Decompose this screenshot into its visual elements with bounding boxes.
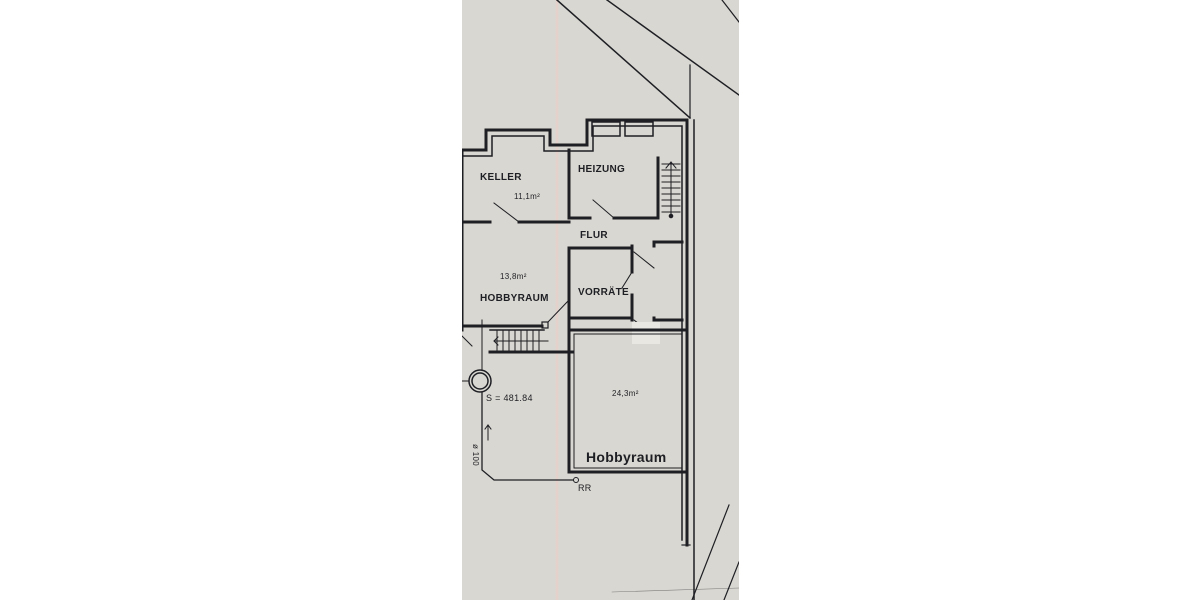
floor-plan-drawing [462, 0, 739, 600]
floor-plan-sheet: KELLER 11,1m² HEIZUNG FLUR 13,8m² HOBBYR… [462, 0, 739, 600]
room-area-hobbyraum-small: 13,8m² [500, 272, 527, 281]
room-label-hobbyraum-small: HOBBYRAUM [480, 293, 549, 304]
room-label-hobbyraum-large: Hobbyraum [586, 449, 667, 465]
drain-annotation: RR [578, 483, 592, 493]
room-label-keller: KELLER [480, 172, 522, 183]
room-label-vorraete: VORRÄTE [578, 287, 629, 298]
pipe-diameter-annotation: ø 100 [471, 444, 480, 466]
room-label-flur: FLUR [580, 230, 608, 241]
level-annotation: S = 481.84 [486, 393, 533, 403]
room-label-heizung: HEIZUNG [578, 164, 626, 175]
room-area-hobbyraum-large: 24,3m² [612, 389, 639, 398]
paper-fold [555, 0, 559, 600]
room-area-keller: 11,1m² [514, 192, 541, 201]
